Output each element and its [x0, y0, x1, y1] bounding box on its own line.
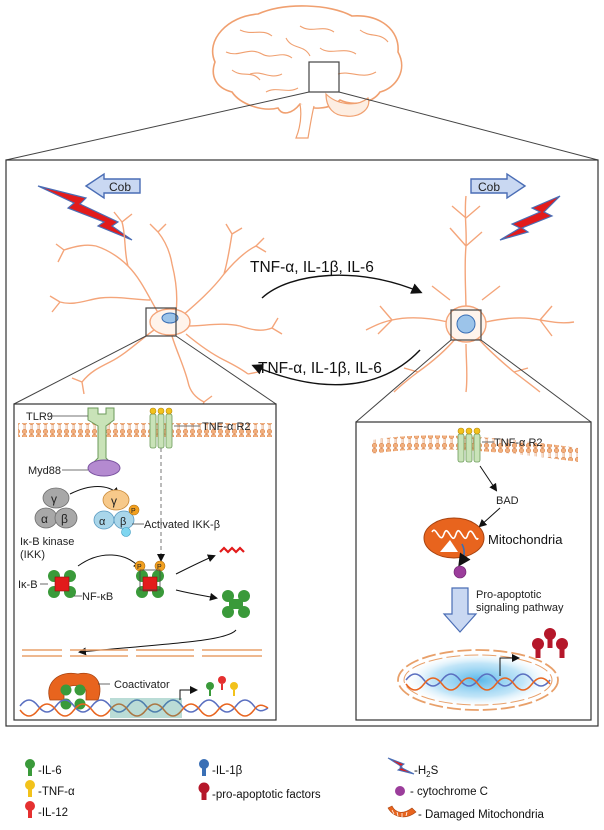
coactivator-label: Coactivator: [114, 679, 170, 691]
ikb-label: Iκ-B: [18, 579, 38, 591]
legend-il1b-icon: [199, 759, 209, 776]
activated-beta: β: [120, 516, 126, 528]
main-panel: [5, 159, 599, 727]
legend-h2s: -H2S: [414, 765, 439, 779]
microglia-cell: [49, 211, 283, 413]
phosphorylated-complex: P P: [134, 560, 166, 598]
left-membrane: [18, 423, 272, 437]
pathway-label-2: signaling pathway: [476, 602, 564, 614]
tlr9-receptor: [87, 407, 116, 467]
transcription-arrow: [179, 686, 198, 700]
neuron-nuclear-envelope: [397, 649, 559, 711]
tnf-r2-receptor-left: [149, 407, 173, 449]
phospho-1: P: [137, 564, 142, 571]
phospho-ikk: P: [131, 508, 136, 515]
legend-il12: -IL-12: [38, 807, 68, 819]
sub-zoom-lines: [13, 335, 592, 423]
ikk-beta: β: [61, 512, 68, 526]
lightning-left-icon: [37, 185, 133, 241]
legend-damaged-mito: - Damaged Mitochondria: [418, 809, 545, 821]
tnf-r2-receptor-right: [457, 427, 481, 463]
neuron-nucleus: [456, 314, 476, 334]
legend-h2s-suffix: S: [431, 765, 439, 777]
signaling-pathway-arrow: [442, 587, 478, 633]
to-degradation-arrow: [175, 554, 216, 575]
ikk-complex: γ α β: [34, 487, 78, 529]
zoom-lines: [5, 91, 599, 161]
legend-il6: -IL-6: [38, 765, 62, 777]
complex-zoom-box: [139, 569, 161, 591]
legend-pro-apoptotic-icon: [198, 782, 210, 800]
lightning-right-icon: [499, 195, 561, 241]
activated-alpha: α: [99, 516, 106, 528]
myd88-protein: [87, 459, 121, 477]
legend-h2s-sub: 2: [426, 770, 431, 779]
ikk-alpha: α: [41, 512, 48, 526]
legend-tnfa-icon: [25, 780, 35, 797]
mitochondria: [423, 517, 485, 559]
ikk-label-2: (IKK): [20, 549, 45, 561]
activated-ikk-label: Activated IKK-β: [144, 519, 220, 531]
brain-illustration: [211, 5, 403, 139]
nfkb-label: NF-κB: [82, 591, 113, 603]
mitochondria-label: Mitochondria: [488, 532, 563, 547]
tnf-r2-label-right: TNF-α R2: [494, 437, 543, 449]
activated-gamma: γ: [111, 494, 117, 508]
phospho-2: P: [157, 564, 162, 571]
legend-damaged-mito-icon: [387, 805, 417, 818]
microglia-zoom-box: [145, 307, 177, 337]
cob-arrow-right: Cob: [470, 172, 527, 200]
cytokines-bottom: TNF-α, IL-1β, IL-6: [258, 360, 382, 377]
free-nfkb: [222, 590, 250, 618]
cob-label-left: Cob: [109, 180, 131, 194]
ikk-gamma: γ: [51, 492, 57, 506]
microglia-signaling-panel: [13, 403, 277, 721]
legend-il12-icon: [25, 801, 35, 818]
pro-apoptotic-factors-right: [532, 628, 568, 658]
dna-right: [405, 673, 551, 691]
bad-label: BAD: [496, 495, 519, 507]
degraded-ikb: [219, 546, 245, 554]
neuron-cell: [365, 195, 575, 393]
cytokine-flow: TNF-α, IL-1β, IL-6 TNF-α, IL-1β, IL-6: [250, 259, 423, 386]
coactivator-protein: [48, 672, 101, 701]
bad-to-mito-arrow: [478, 507, 501, 528]
apoptotic-transcription-arrow: [499, 654, 520, 676]
microglia-nucleus: [161, 312, 179, 324]
legend-pro-apoptotic: -pro-apoptotic factors: [212, 789, 321, 801]
receptor-to-bad-arrow: [479, 465, 498, 492]
legend-il6-icon: [25, 759, 35, 776]
legend-cytochrome: - cytochrome C: [410, 786, 488, 798]
dna-left: [19, 698, 269, 718]
legend-tnfa: -TNF-α: [38, 786, 75, 798]
legend-h2s-prefix: -H: [414, 765, 426, 777]
to-free-nfkb-arrow: [175, 589, 218, 601]
legend-il1b: -IL-1β: [212, 765, 243, 777]
legend-h2s-icon: [387, 757, 415, 775]
nuclear-membrane-left: [22, 649, 262, 657]
cytokines-top: TNF-α, IL-1β, IL-6: [250, 259, 374, 276]
pathway-label-1: Pro-apoptotic: [476, 589, 542, 601]
secreted-cytokines-left: [206, 676, 238, 696]
legend: -IL-6 -TNF-α -IL-12 -IL-1β -pro-apoptoti…: [25, 757, 545, 821]
myd88-label: Myd88: [28, 465, 61, 477]
activated-ikk-complex: γ α β P: [93, 489, 140, 537]
cob-label-right: Cob: [478, 180, 500, 194]
brain-zoom-box: [308, 61, 340, 93]
tnf-r2-label-left: TNF-α R2: [202, 421, 251, 433]
ikk-label-1: Iκ-B kinase: [20, 536, 74, 548]
legend-cytochrome-icon: [395, 786, 405, 796]
cytochrome-c: [453, 565, 467, 579]
neuron-zoom-box: [450, 309, 482, 341]
tlr9-label: TLR9: [26, 411, 53, 423]
cob-arrow-left: Cob: [84, 172, 141, 200]
cytochrome-release-arrow: [458, 543, 471, 567]
neuron-nuclear-envelope-inner: [403, 654, 553, 706]
ikb-nfkb-complex: [48, 570, 76, 598]
